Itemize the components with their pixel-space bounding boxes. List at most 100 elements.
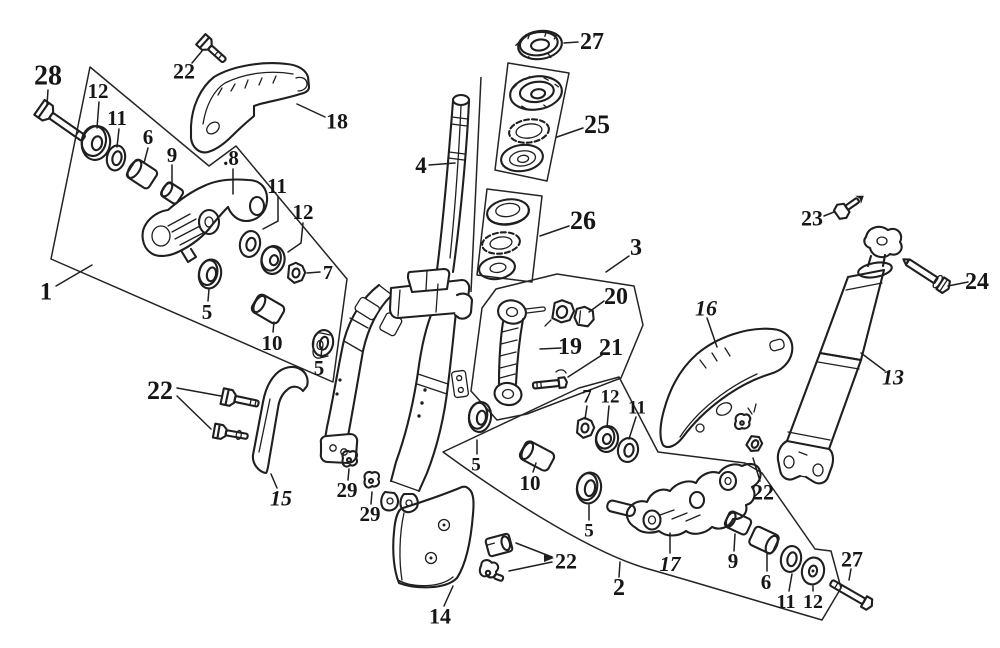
part-11-washer-right-lower xyxy=(779,545,803,573)
part-11-washer-right-upper xyxy=(616,437,640,463)
callout-leader-20 xyxy=(588,300,605,313)
part-11-washer-left xyxy=(105,144,127,172)
part-label-24: 24 xyxy=(965,269,989,295)
part-label-13: 13 xyxy=(882,364,904,389)
part-label-5e: 5 xyxy=(584,520,594,541)
part-label-12d: 12 xyxy=(803,591,823,613)
callout-leader-3 xyxy=(605,255,630,273)
part-14-lower-cover xyxy=(392,485,475,589)
part-20-bolt xyxy=(544,299,595,328)
group-3-boundary xyxy=(470,273,644,421)
part-5-washer-right xyxy=(575,471,603,505)
part-22-bolt-mid-upper xyxy=(219,387,260,408)
part-22-bolt-top xyxy=(195,33,227,64)
callout-leader-26 xyxy=(539,225,570,237)
part-29-clip-right xyxy=(363,470,381,489)
part-22-clip-cover xyxy=(734,403,764,452)
part-26-bearing-set xyxy=(476,188,543,283)
callout-leader-22b-1 xyxy=(176,395,212,430)
callout-leader-2 xyxy=(618,561,621,578)
callout-leader-10b xyxy=(532,462,537,473)
part-5-washer-fork xyxy=(467,401,493,433)
callout-leader-5a xyxy=(207,288,210,302)
callout-leader-12b xyxy=(287,222,304,253)
fork-crown xyxy=(388,267,474,320)
part-label-22a: 22 xyxy=(173,58,195,83)
part-24-bolt xyxy=(902,258,951,294)
part-27-bolt-lower xyxy=(829,579,874,611)
part-label-26: 26 xyxy=(570,206,596,235)
callout-arrow-22d xyxy=(544,554,554,562)
part-label-6b: 6 xyxy=(761,570,772,594)
part-22-clip-bottom xyxy=(478,559,505,582)
part-6-bushing-right xyxy=(748,525,780,555)
part-18-cover xyxy=(189,62,311,154)
part-28-bolt xyxy=(33,98,86,142)
group-1-boundary xyxy=(50,66,348,383)
callout-leader-7b xyxy=(584,405,588,420)
part-label-21: 21 xyxy=(599,335,623,361)
part-label-14: 14 xyxy=(429,603,451,628)
part-13-shock-absorber xyxy=(776,225,903,485)
callout-leader-11a xyxy=(116,128,120,148)
part-label-29a: 29 xyxy=(337,478,358,502)
callout-leader-23 xyxy=(823,211,835,217)
part-label-12c: 12 xyxy=(601,386,620,407)
part-label-22c: 22 xyxy=(752,479,774,504)
part-label-16: 16 xyxy=(695,295,717,320)
callout-leader-22b xyxy=(176,387,222,397)
part-label-6a: 6 xyxy=(143,125,154,149)
part-7-nut-right xyxy=(576,416,596,439)
part-label-7b: 7 xyxy=(582,386,592,407)
part-10-collar-left xyxy=(250,293,286,325)
part-22-bolt-mid-lower xyxy=(211,422,249,441)
part-label-29b: 29 xyxy=(360,502,381,526)
callout-leader-12c xyxy=(606,405,610,428)
group-boundaries xyxy=(50,66,842,621)
part-label-22d: 22 xyxy=(555,548,577,573)
callout-leader-22c xyxy=(752,457,761,482)
callout-leader-12a xyxy=(96,101,100,129)
part-label-1: 1 xyxy=(40,279,53,306)
callout-leader-5c xyxy=(320,346,323,358)
callout-leader-11d xyxy=(788,573,793,592)
fork-legs xyxy=(323,283,458,493)
callout-leader-11b xyxy=(262,196,279,230)
part-label-12b: 12 xyxy=(293,200,314,224)
part-label-18: 18 xyxy=(326,108,348,133)
callout-leader-27a xyxy=(563,41,579,44)
part-label-28: 28 xyxy=(34,61,62,92)
part-label-9a: 9 xyxy=(167,143,178,167)
callout-leader-27b xyxy=(848,568,852,581)
part-4-steering-stem xyxy=(435,93,471,274)
part-label-20: 20 xyxy=(604,284,628,310)
part-12-washer-right-upper xyxy=(594,425,620,453)
callout-leader-24 xyxy=(947,281,969,287)
callout-leader-18 xyxy=(296,103,326,118)
part-label-11d: 11 xyxy=(777,591,796,613)
part-25-bearing-set xyxy=(494,62,570,182)
part-label-10a: 10 xyxy=(262,331,283,355)
part-7-nut-left xyxy=(287,261,307,284)
part-17-link-arm xyxy=(606,462,762,537)
callout-leader-22d xyxy=(515,542,553,558)
part-27-stem-nut xyxy=(515,29,563,61)
callout-leader-28 xyxy=(46,89,49,106)
part-10-collar-right xyxy=(518,440,556,472)
part-23-bolt xyxy=(832,195,864,220)
callout-leader-15 xyxy=(270,473,278,489)
callout-leader-25 xyxy=(556,127,584,138)
part-9-spacer-right xyxy=(723,510,753,536)
part-label-9b: 9 xyxy=(728,549,739,573)
fork-feet xyxy=(312,332,470,514)
callout-leader-4 xyxy=(428,162,456,166)
callout-leader-6a xyxy=(143,147,149,164)
callout-leader-13 xyxy=(860,352,886,372)
callout-leader-16 xyxy=(706,317,718,348)
part-label-11b: 11 xyxy=(267,174,287,198)
callout-leader-29b xyxy=(370,491,373,505)
part-label-5c: 5 xyxy=(314,356,325,380)
